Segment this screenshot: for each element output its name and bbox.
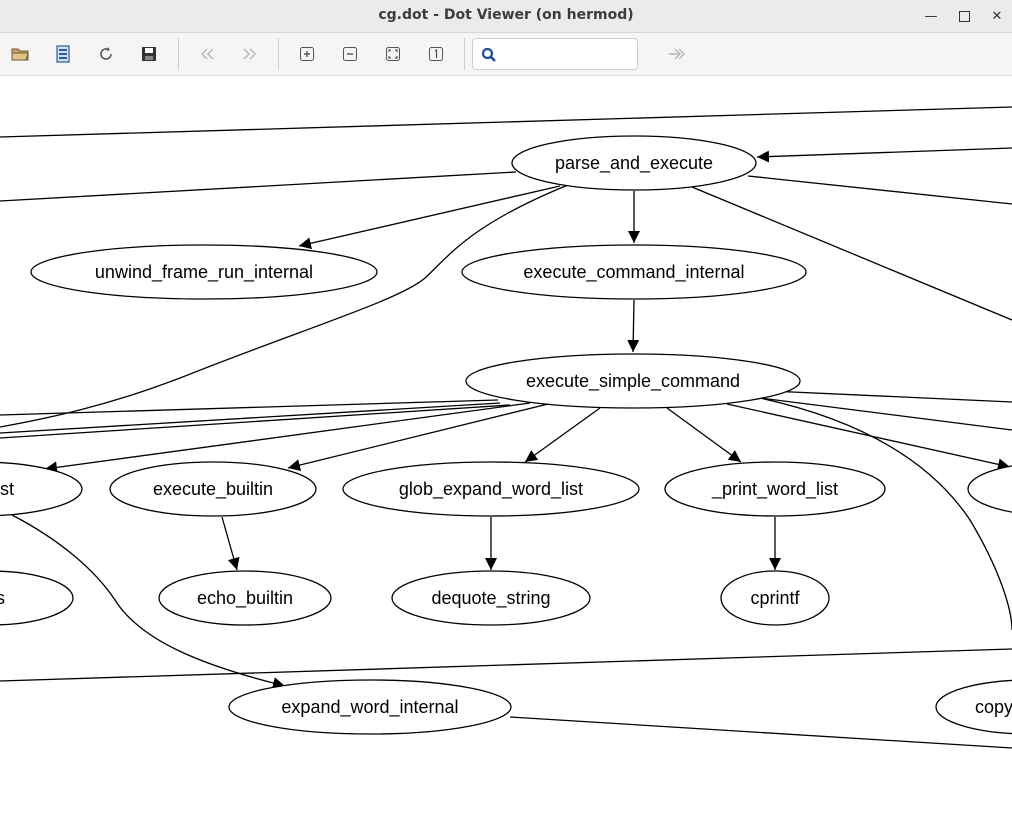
zoom-in-icon [300, 47, 314, 61]
graph-edge [0, 402, 501, 434]
graph-edge [0, 106, 1012, 138]
open-button[interactable] [6, 41, 34, 67]
minimize-icon: — [924, 8, 938, 24]
graph-edge [759, 397, 1012, 631]
search-icon [481, 47, 496, 62]
save-button[interactable] [135, 41, 163, 67]
minimize-button[interactable]: — [920, 5, 942, 27]
refresh-button[interactable] [92, 41, 120, 67]
graph-edge [524, 407, 601, 463]
title-bar: cg.dot - Dot Viewer (on hermod) — ✕ [0, 0, 1012, 33]
graph-edge [666, 407, 742, 463]
node-label: execute_simple_command [526, 371, 740, 392]
graph-edge [298, 185, 561, 250]
window-title: cg.dot - Dot Viewer (on hermod) [378, 7, 634, 23]
toolbar [0, 33, 1012, 76]
call-graph: parse_and_execute unwind_frame_run_inter… [0, 106, 1012, 749]
graph-node[interactable] [0, 461, 83, 517]
maximize-icon [958, 10, 970, 22]
forward-icon [243, 48, 257, 60]
graph-node[interactable] [0, 570, 74, 626]
zoom-out-button[interactable] [336, 41, 364, 67]
node-label: echo_builtin [197, 588, 293, 609]
close-icon: ✕ [991, 8, 1003, 24]
find-next-button[interactable] [662, 41, 690, 67]
graph-edge [0, 399, 499, 416]
graph-edge [287, 403, 549, 471]
graph-edge [0, 404, 511, 439]
graph-node[interactable] [228, 679, 512, 735]
toolbar-separator [464, 38, 465, 70]
graph-node[interactable] [158, 570, 332, 626]
graph-edge [509, 716, 1012, 749]
graph-edge [627, 299, 640, 353]
node-label: s [0, 588, 5, 608]
zoom-fit-icon [386, 47, 400, 61]
graph-edge [691, 186, 1012, 321]
zoom-out-icon [343, 47, 357, 61]
graph-node[interactable] [30, 244, 378, 300]
graph-edge [0, 171, 517, 202]
node-label: glob_expand_word_list [399, 479, 583, 500]
toolbar-separator [178, 38, 179, 70]
reload-icon [56, 45, 70, 63]
node-label: copy [975, 697, 1012, 717]
refresh-icon [100, 47, 112, 60]
node-label: cprintf [750, 588, 800, 608]
graph-node[interactable] [342, 461, 640, 517]
node-label: _print_word_list [711, 479, 838, 500]
search-input[interactable] [501, 44, 633, 66]
node-label: _list [0, 479, 14, 500]
graph-edge [756, 147, 1012, 163]
zoom-fit-button[interactable] [379, 41, 407, 67]
reload-file-button[interactable] [49, 41, 77, 67]
search-box[interactable] [472, 38, 638, 70]
graph-edge [0, 648, 1012, 682]
graph-edge [759, 397, 1012, 431]
folder-open-icon [11, 48, 29, 61]
graph-node[interactable] [391, 570, 591, 626]
graph-node[interactable] [720, 570, 830, 626]
zoom-100-button[interactable] [422, 41, 450, 67]
zoom-100-icon [429, 47, 443, 61]
node-label: execute_builtin [153, 479, 273, 500]
graph-edge [221, 516, 240, 571]
graph-node[interactable] [465, 353, 801, 409]
back-icon [200, 48, 214, 60]
node-label: unwind_frame_run_internal [95, 262, 313, 283]
node-label: expand_word_internal [281, 697, 458, 718]
graph-node[interactable] [664, 461, 886, 517]
save-icon [142, 47, 156, 61]
node-label: dequote_string [431, 588, 550, 609]
graph-node[interactable] [461, 244, 807, 300]
close-button[interactable]: ✕ [986, 5, 1008, 27]
graph-edge [769, 390, 1012, 403]
forward-button[interactable] [236, 41, 264, 67]
node-label: parse_and_execute [555, 153, 713, 174]
graph-edge [747, 175, 1012, 205]
graph-node[interactable] [109, 461, 317, 517]
back-button[interactable] [193, 41, 221, 67]
graph-edge [11, 514, 286, 689]
zoom-in-button[interactable] [293, 41, 321, 67]
graph-edge [44, 402, 531, 474]
node-label: execute_command_internal [523, 262, 744, 283]
find-next-icon [669, 48, 685, 60]
graph-node[interactable] [511, 135, 757, 191]
maximize-button[interactable] [953, 5, 975, 27]
graph-node[interactable] [967, 462, 1012, 516]
graph-canvas[interactable]: parse_and_execute unwind_frame_run_inter… [0, 76, 1012, 816]
graph-edge [726, 403, 1011, 471]
toolbar-separator [278, 38, 279, 70]
graph-edge [0, 184, 569, 428]
graph-node[interactable] [935, 679, 1012, 735]
